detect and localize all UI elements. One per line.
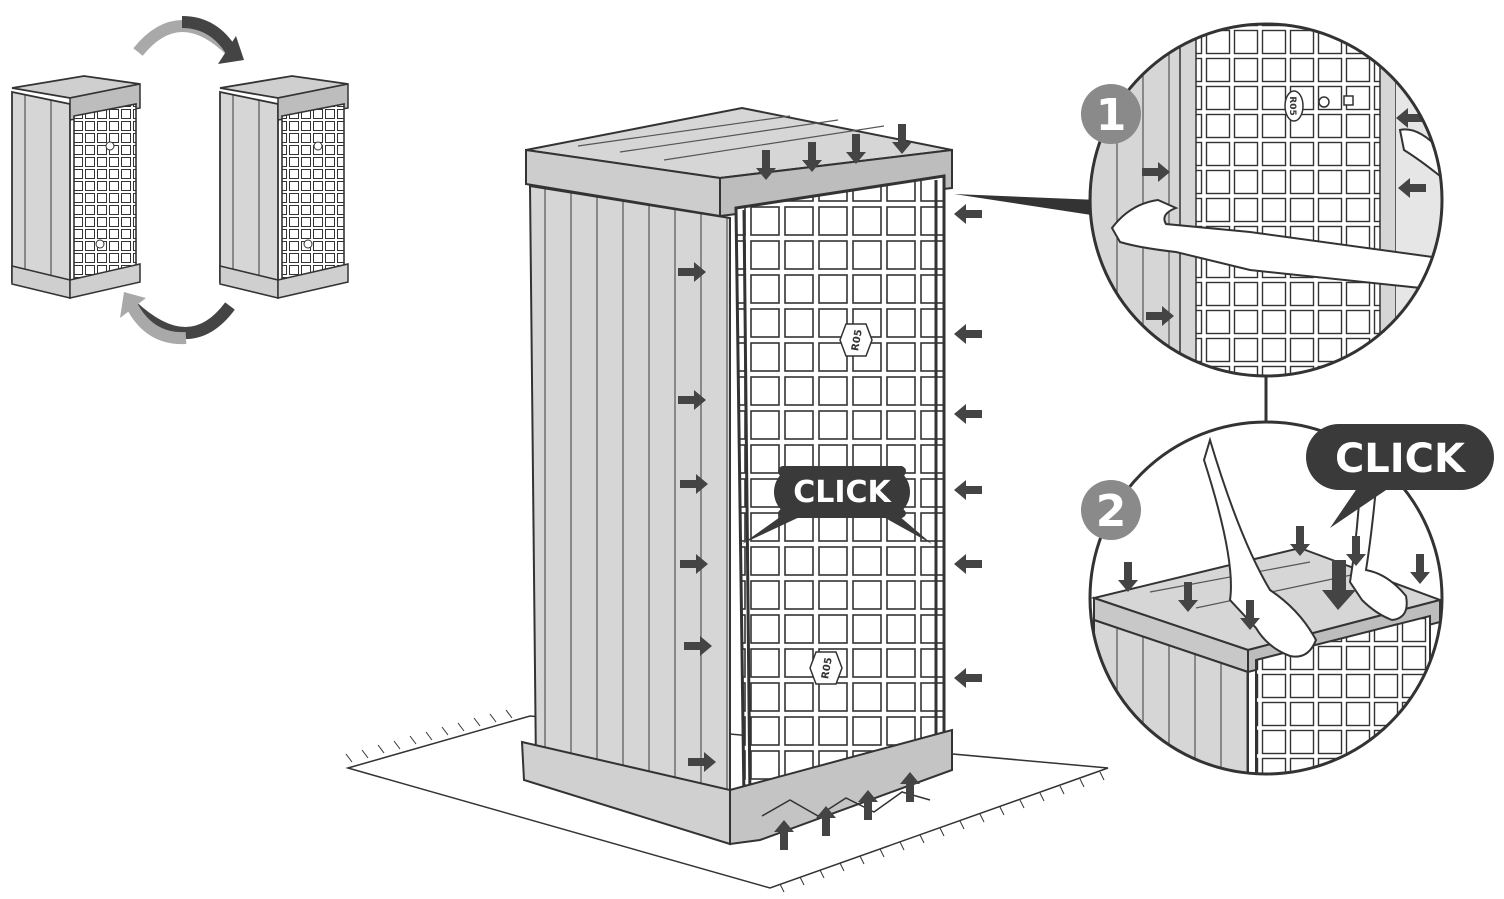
svg-text:R05: R05	[850, 329, 865, 352]
rotate-arrow-top-icon	[133, 16, 244, 64]
svg-text:R05: R05	[1287, 96, 1297, 115]
step-badge-1: 1	[1081, 84, 1141, 144]
click-callout-main: CLICK	[742, 466, 932, 544]
detail-view-step-2: CLICK 2	[1081, 420, 1494, 776]
step-badge-2: 2	[1081, 480, 1141, 540]
svg-text:2: 2	[1096, 486, 1127, 537]
press-arrows-right	[954, 204, 982, 688]
cabinet-thumbnail-before	[11, 75, 141, 299]
rotate-arrow-bottom-icon	[120, 292, 235, 345]
svg-text:CLICK: CLICK	[793, 475, 892, 510]
hand-left-icon	[1202, 436, 1318, 658]
part-code-label-lower: R05	[809, 651, 843, 685]
main-cabinet: R05 R05 CLICK	[520, 106, 1098, 850]
detail-view-step-1: R05 1	[1081, 22, 1444, 378]
cabinet-side-panel	[528, 184, 731, 812]
cabinet-thumbnail-after	[219, 75, 349, 299]
part-code-label-detail: R05	[1284, 90, 1304, 122]
part-code-label-upper: R05	[839, 323, 873, 357]
rotation-step-thumbnails	[11, 16, 349, 345]
hand-pressing-icon	[1110, 198, 1441, 292]
svg-text:CLICK: CLICK	[1335, 436, 1467, 482]
svg-text:R05: R05	[820, 657, 835, 680]
click-callout-detail: CLICK	[1306, 424, 1494, 528]
svg-text:1: 1	[1096, 90, 1127, 141]
detail-leader-line	[954, 194, 1098, 216]
